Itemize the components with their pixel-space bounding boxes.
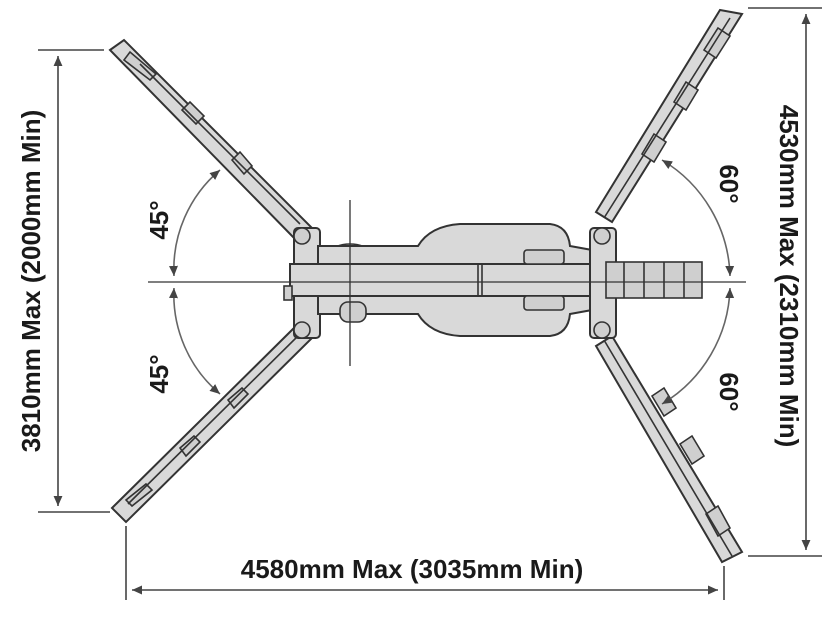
outrigger-rear-right	[594, 334, 744, 564]
angle-arcs	[169, 159, 735, 405]
outrigger-rear-left	[110, 324, 314, 524]
outrigger-front-left	[108, 38, 314, 242]
angle-left-lower-label: 45°	[144, 354, 174, 393]
angle-left-upper-label: 45°	[144, 200, 174, 239]
dimension-lines	[38, 7, 822, 600]
angle-right-lower-label: 60°	[714, 372, 744, 411]
angle-right-upper-label: 60°	[714, 164, 744, 203]
right-height-dimension-label: 4530mm Max (2310mm Min)	[774, 105, 804, 447]
outrigger-front-right	[594, 8, 744, 224]
center-axes	[148, 200, 746, 366]
width-dimension-label: 4580mm Max (3035mm Min)	[241, 554, 583, 584]
machine-body	[283, 223, 703, 339]
left-height-dimension-label: 3810mm Max (2000mm Min)	[16, 110, 46, 452]
